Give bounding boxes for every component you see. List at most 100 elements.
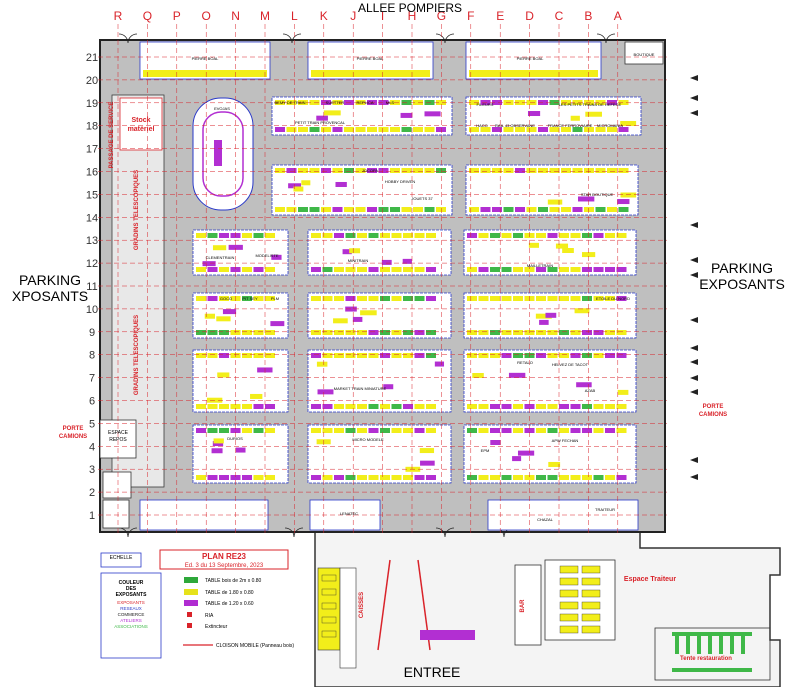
table bbox=[368, 475, 379, 480]
column-label: Q bbox=[143, 9, 152, 23]
stand-label: PIERRE BOAL bbox=[357, 56, 384, 61]
table bbox=[547, 233, 558, 238]
table bbox=[219, 267, 229, 272]
table bbox=[322, 296, 333, 301]
table bbox=[344, 100, 354, 105]
table bbox=[286, 207, 297, 212]
table bbox=[322, 404, 333, 409]
table bbox=[490, 404, 500, 409]
table bbox=[311, 428, 321, 433]
table bbox=[549, 207, 560, 212]
table-green bbox=[675, 636, 679, 654]
table bbox=[381, 259, 392, 265]
door-swing bbox=[435, 33, 455, 44]
table bbox=[345, 296, 356, 301]
table bbox=[311, 233, 321, 238]
table bbox=[321, 127, 331, 132]
table bbox=[561, 127, 571, 132]
table bbox=[414, 404, 425, 409]
table bbox=[467, 353, 477, 358]
table bbox=[413, 100, 423, 105]
table bbox=[357, 330, 367, 335]
table bbox=[513, 428, 523, 433]
table bbox=[490, 296, 500, 301]
row-label: 19 bbox=[86, 98, 98, 110]
table bbox=[242, 330, 252, 335]
table bbox=[424, 111, 441, 117]
table bbox=[467, 267, 477, 272]
caisses-counter bbox=[339, 567, 357, 669]
stand-label: SUETTER bbox=[326, 100, 345, 105]
table bbox=[390, 100, 400, 105]
stand-block-bottom-2 bbox=[309, 499, 381, 531]
table bbox=[242, 267, 252, 272]
legend-category: EXPOSANTS bbox=[117, 600, 145, 605]
column-label: O bbox=[202, 9, 211, 23]
bar-box bbox=[514, 564, 542, 646]
table bbox=[585, 111, 602, 117]
plan-title: PLAN RE23 bbox=[202, 552, 247, 561]
table bbox=[380, 233, 390, 238]
exit-arrow-icon bbox=[690, 359, 698, 365]
table bbox=[595, 207, 606, 212]
table bbox=[478, 353, 489, 358]
column-label: L bbox=[291, 9, 298, 23]
table bbox=[242, 233, 252, 238]
table bbox=[355, 100, 366, 105]
table bbox=[332, 100, 343, 105]
table bbox=[253, 428, 264, 433]
table bbox=[528, 242, 540, 248]
table bbox=[512, 456, 522, 462]
table bbox=[270, 321, 285, 327]
table bbox=[286, 127, 297, 132]
table bbox=[616, 404, 627, 409]
stand-label: GOCO bbox=[220, 296, 232, 301]
table bbox=[501, 404, 512, 409]
table bbox=[207, 267, 218, 272]
table-green bbox=[672, 668, 752, 672]
table bbox=[311, 267, 321, 272]
table bbox=[582, 233, 592, 238]
couleur-box bbox=[100, 572, 162, 659]
table bbox=[298, 127, 308, 132]
column-label: B bbox=[584, 9, 592, 23]
left-porte-line1: PORTE bbox=[63, 426, 84, 432]
table bbox=[582, 330, 592, 335]
table bbox=[593, 267, 604, 272]
plan-title-box bbox=[159, 549, 289, 570]
table bbox=[436, 207, 446, 212]
stand-label: MICRO MODELE bbox=[352, 437, 384, 442]
table bbox=[517, 450, 535, 456]
legend-item-label: Extincteur bbox=[205, 624, 228, 630]
table bbox=[617, 199, 630, 205]
table bbox=[391, 404, 402, 409]
table-purple bbox=[420, 630, 475, 640]
table bbox=[515, 168, 525, 173]
table bbox=[311, 353, 321, 358]
couleur-line1: COULEUR bbox=[119, 580, 144, 586]
row-label: 11 bbox=[86, 281, 97, 293]
table bbox=[344, 168, 354, 173]
row-label: 10 bbox=[86, 304, 98, 316]
table bbox=[265, 267, 275, 272]
table bbox=[391, 296, 402, 301]
table bbox=[426, 353, 436, 358]
table bbox=[265, 475, 275, 480]
table bbox=[576, 382, 592, 388]
table bbox=[414, 353, 425, 358]
table bbox=[570, 267, 581, 272]
table bbox=[501, 296, 512, 301]
table bbox=[321, 100, 331, 105]
row-label: 20 bbox=[86, 75, 98, 87]
legend-category: RESEAUX bbox=[120, 606, 142, 611]
passage-service-label: PASSAGE DE SERVICE bbox=[109, 102, 115, 169]
table bbox=[595, 127, 606, 132]
table bbox=[391, 428, 402, 433]
legend-categories: EXPOSANTSRESEAUXCOMMERCEATELIERSASSOCIAT… bbox=[114, 600, 147, 629]
table-strip bbox=[143, 70, 267, 77]
left-porte-line2: CAMIONS bbox=[59, 434, 87, 440]
table bbox=[334, 353, 344, 358]
stand-label: PIERRE BOAL bbox=[192, 56, 219, 61]
table bbox=[311, 404, 321, 409]
table bbox=[391, 267, 402, 272]
